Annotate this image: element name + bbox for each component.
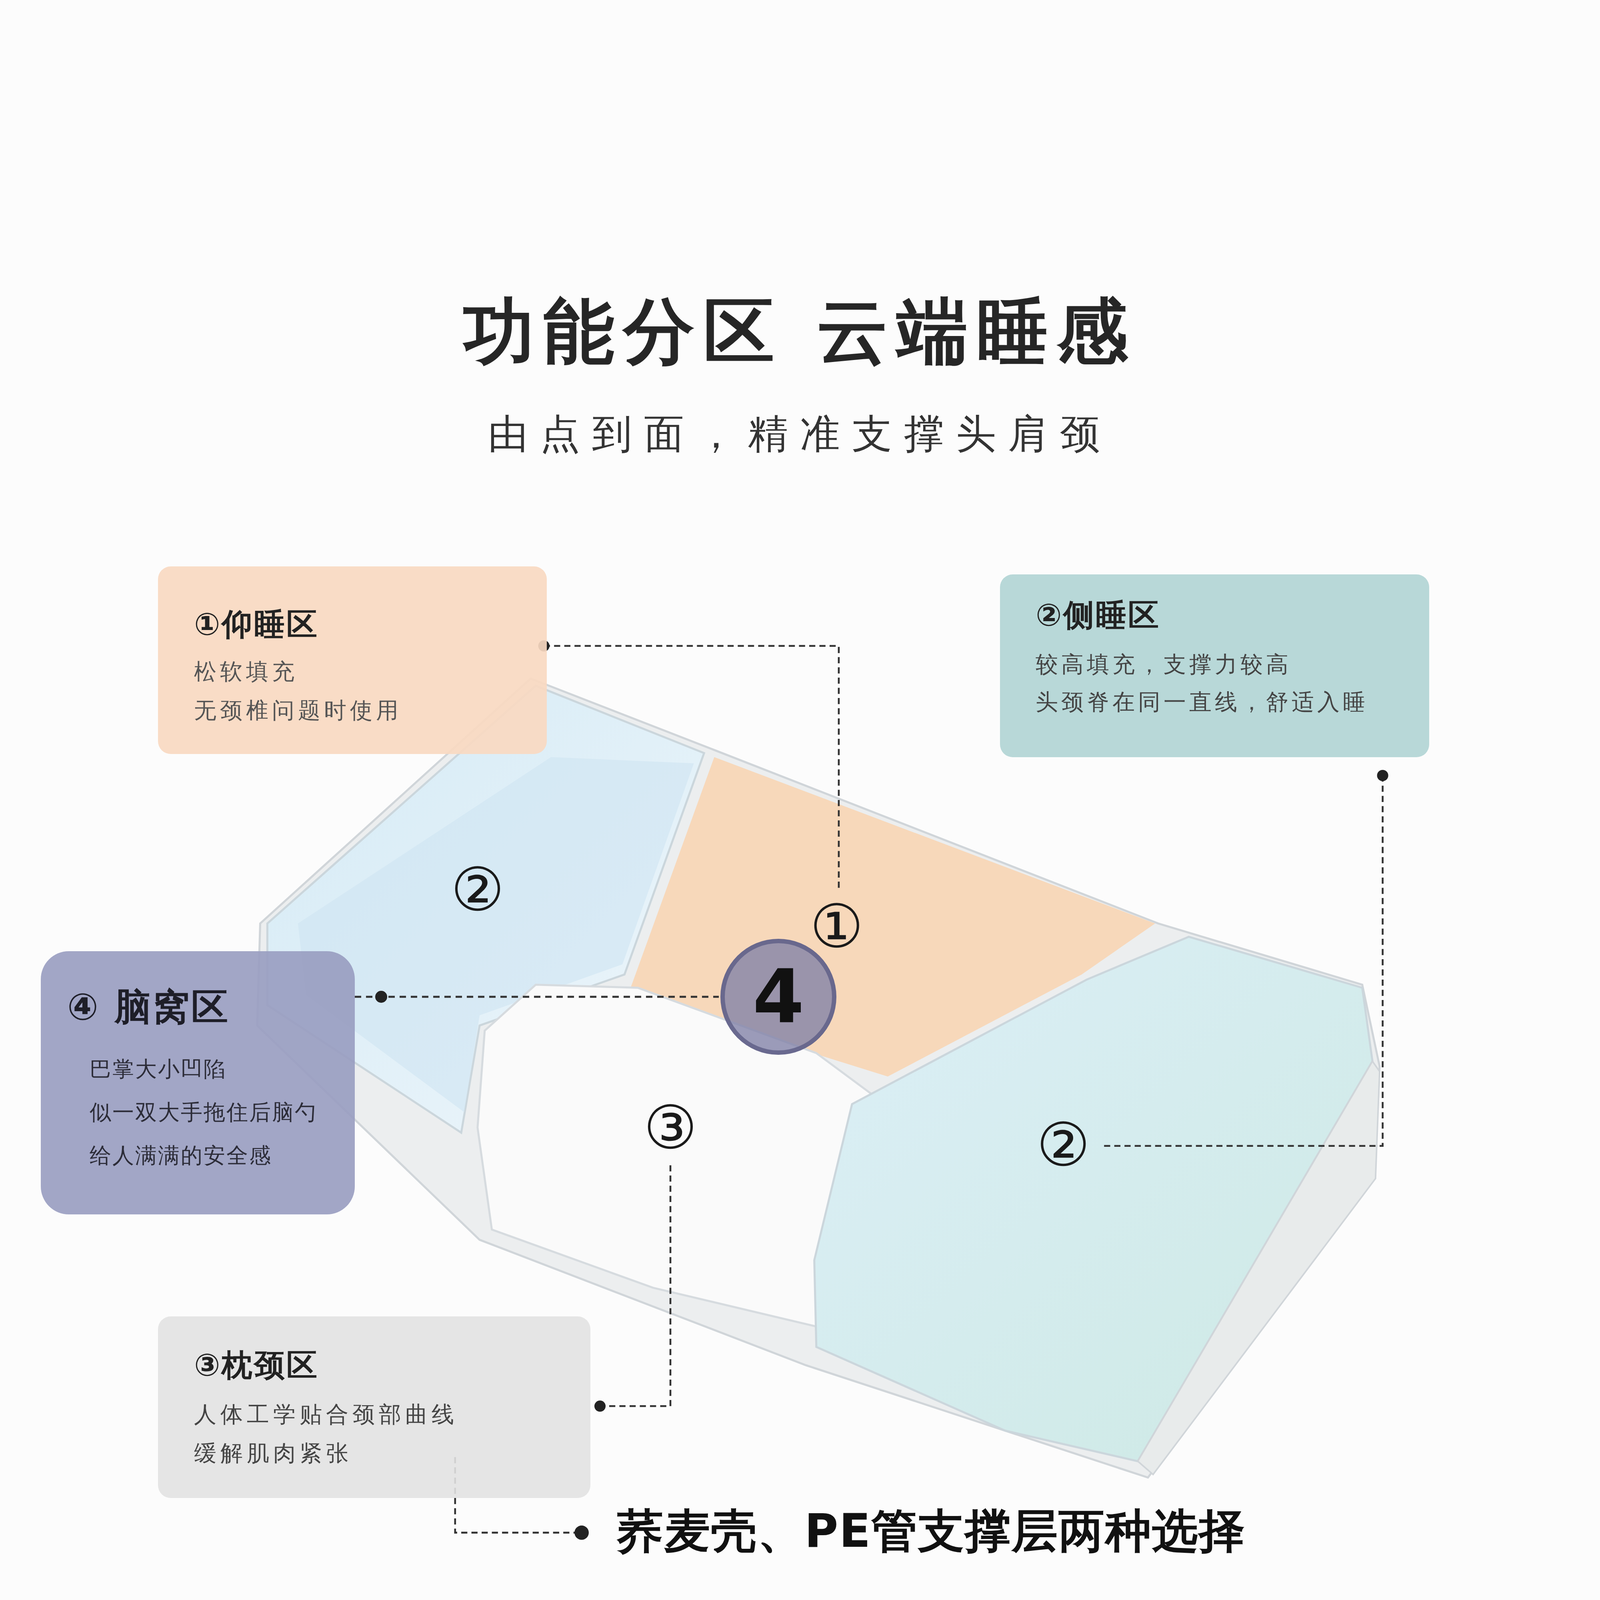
zone-description: 人体工学贴合颈部曲线 缓解肌肉紧张 [194, 1394, 474, 1473]
title-heading: 功能分区 云端睡感 [0, 288, 1600, 375]
zone-box: ②侧睡区较高填充，支撑力较高 头颈脊在同一直线，舒适入睡 [1000, 574, 1430, 758]
zone-box: ③枕颈区人体工学贴合颈部曲线 缓解肌肉紧张 [158, 1316, 591, 1498]
material-note: 荞麦壳、PE管支撑层两种选择 [617, 1504, 1246, 1557]
callout-number: ② [450, 855, 505, 925]
connector-dot [375, 990, 388, 1003]
callout-number: ① [810, 892, 864, 962]
zone-description: 巴掌大小凹陷 似一双大手拖住后脑勺 给人满满的安全感 [89, 1047, 330, 1178]
zone-box: ④ 脑窝区巴掌大小凹陷 似一双大手拖住后脑勺 给人满满的安全感 [40, 951, 355, 1215]
leader-line [1102, 775, 1383, 1146]
leader-lines [455, 646, 1383, 1533]
dashed-connector [354, 996, 719, 998]
zone-heading: ③枕颈区 [194, 1346, 591, 1384]
leader-line [604, 1165, 671, 1406]
subtitle: 由点到面，精准支撑头肩颈 [488, 410, 1112, 457]
zone-box: ①仰睡区松软填充 无颈椎问题时使用 [158, 566, 547, 754]
zone-description: 松软填充 无颈椎问题时使用 [194, 652, 418, 730]
pillow-side-face [1137, 1061, 1380, 1475]
zone-description: 较高填充，支撑力较高 头颈脊在同一直线，舒适入睡 [1035, 645, 1380, 721]
marker-circle: 4 [720, 938, 837, 1055]
side-sleep-block-right [814, 936, 1373, 1462]
leader-dot [574, 1525, 589, 1540]
zone-heading: ①仰睡区 [194, 606, 547, 643]
callout-number: ② [1036, 1110, 1090, 1180]
callout-number: ③ [643, 1093, 698, 1163]
zone-heading: ②侧睡区 [1035, 596, 1430, 634]
leader-dots [538, 640, 1389, 1540]
zone-heading: ④ 脑窝区 [67, 985, 355, 1030]
marker-number: 4 [752, 960, 805, 1034]
leader-dot [594, 1400, 606, 1412]
leader-line [544, 646, 839, 890]
leader-dot [1377, 770, 1389, 782]
